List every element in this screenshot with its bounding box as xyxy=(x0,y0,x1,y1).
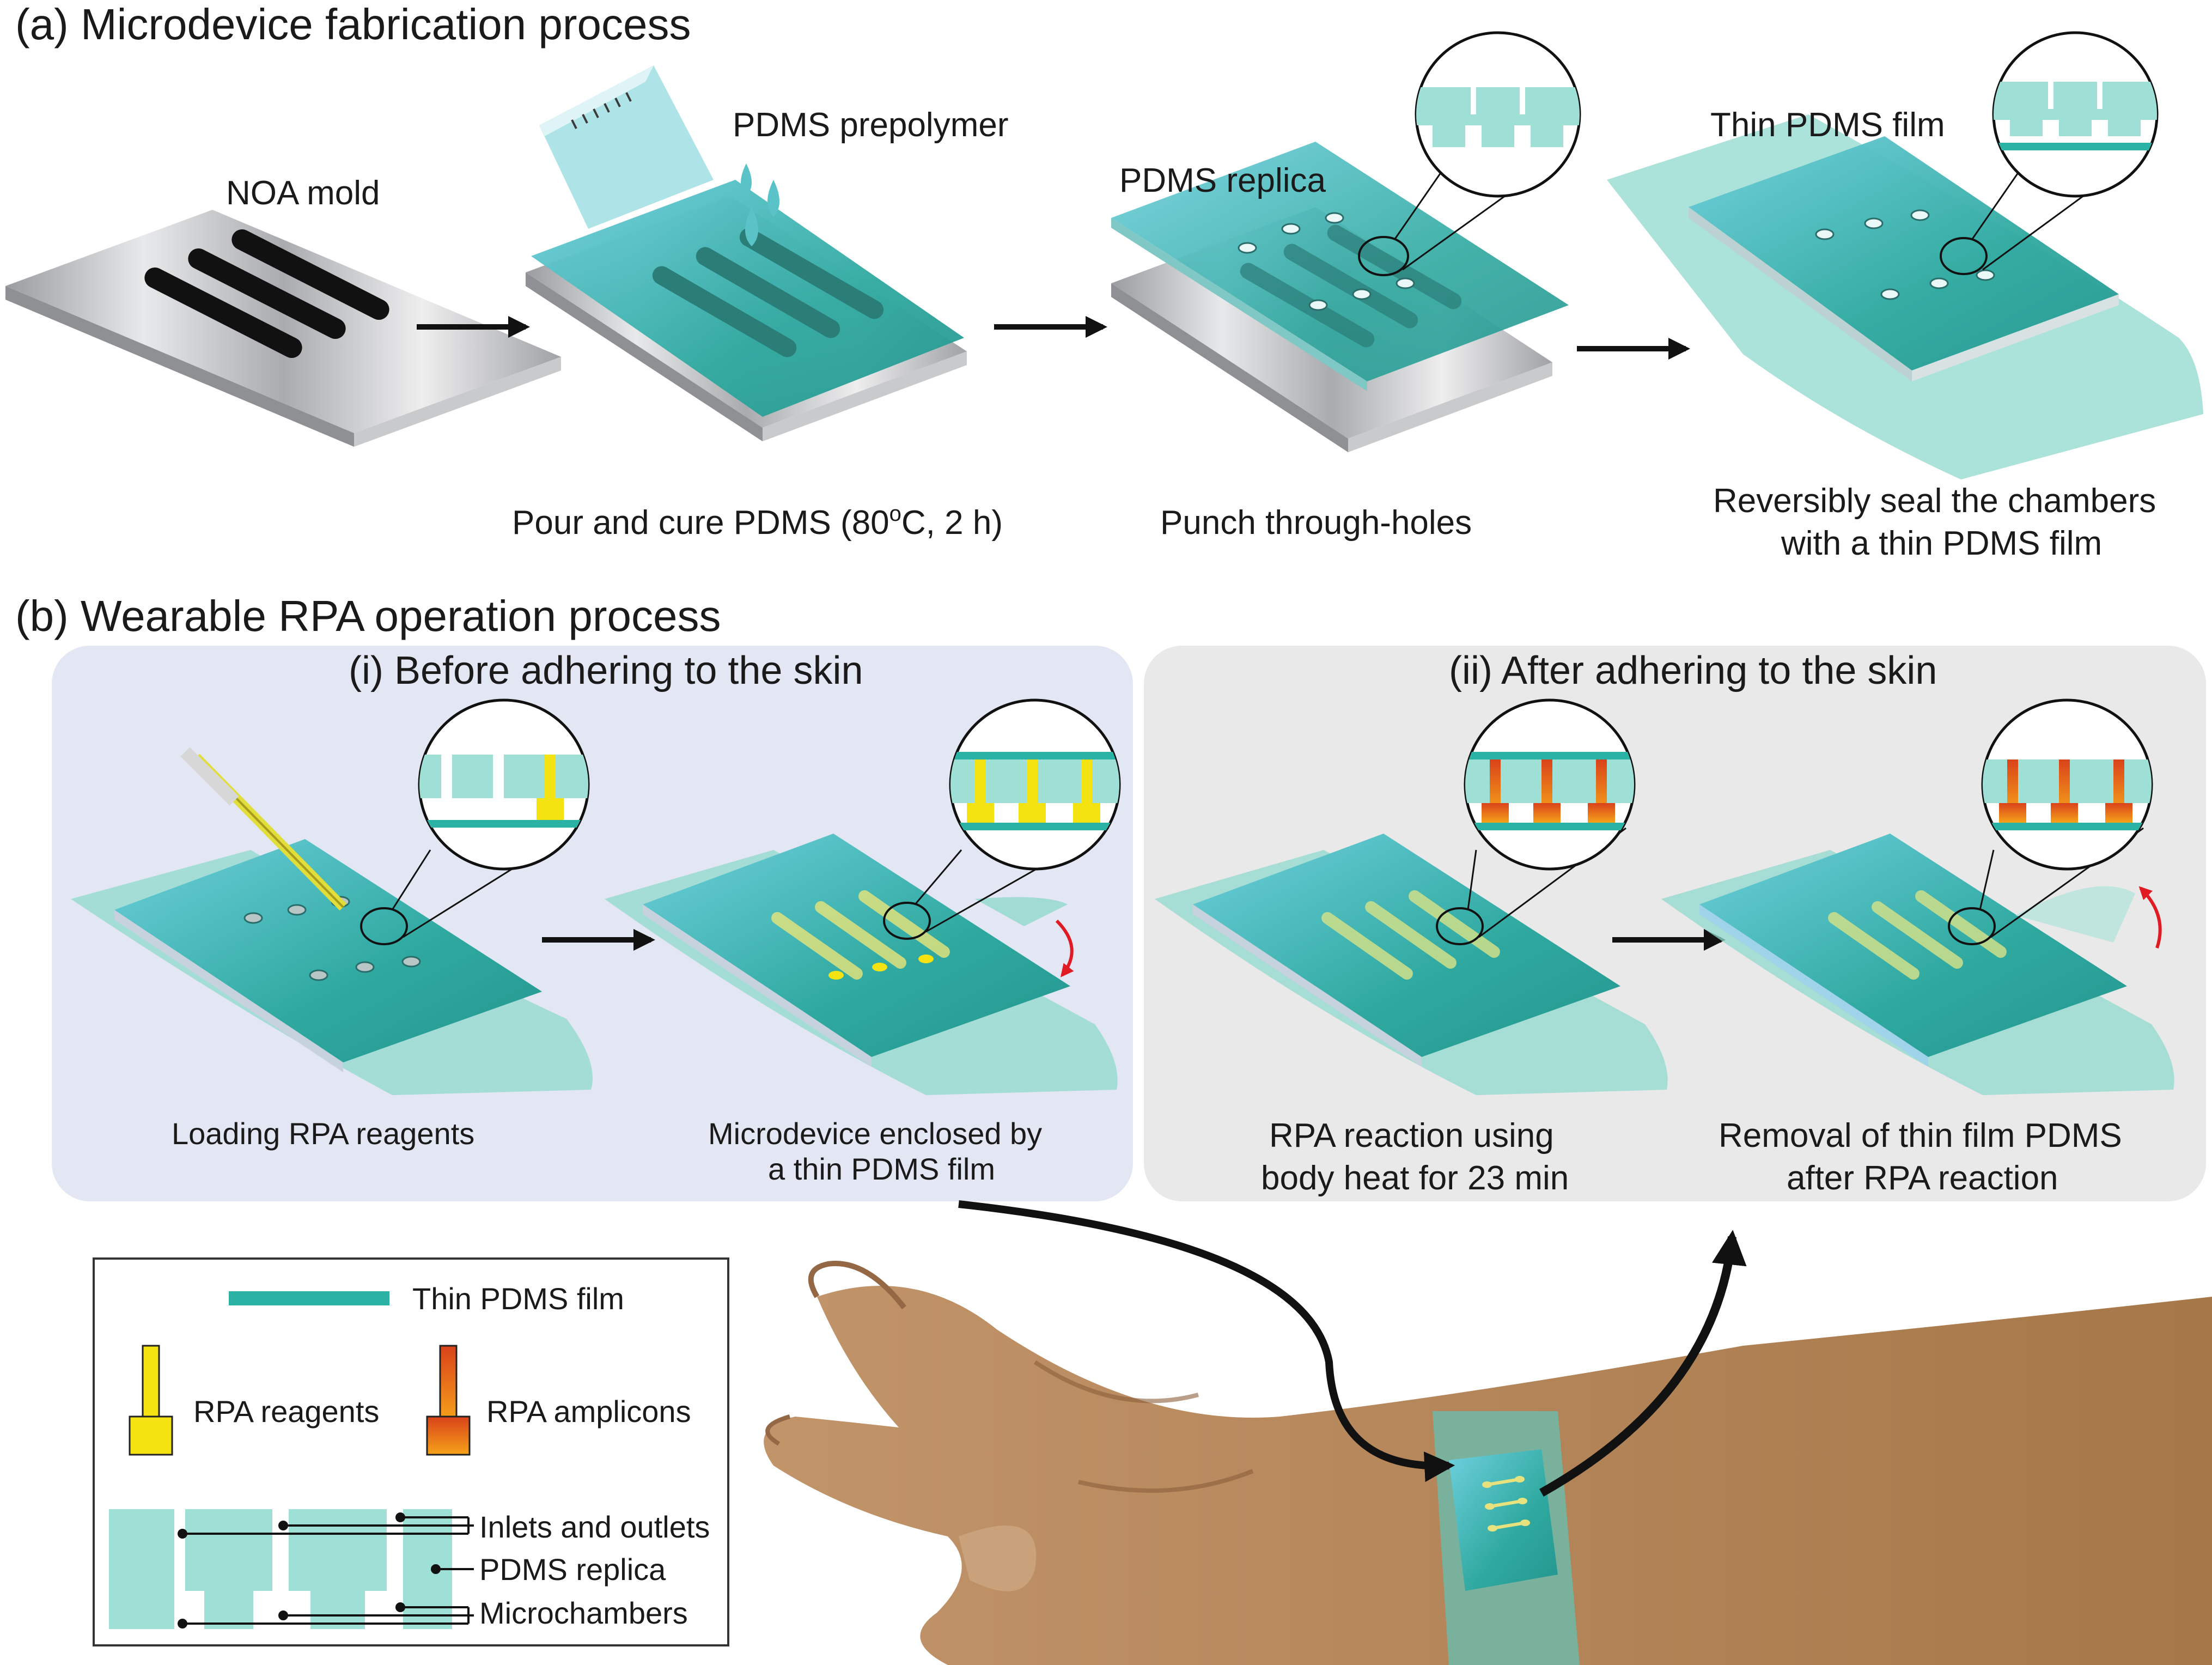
film-removal-illustration xyxy=(1661,698,2174,1095)
noa-mold-label: NOA mold xyxy=(226,174,380,212)
legend-inlets-label: Inlets and outlets xyxy=(479,1510,710,1544)
removal-caption-line1: Removal of thin film PDMS xyxy=(1719,1117,2122,1154)
enclosed-caption-line1: Microdevice enclosed by xyxy=(708,1116,1042,1151)
pdms-pour-illustration xyxy=(526,65,967,441)
punch-caption: Punch through-holes xyxy=(1160,504,1472,542)
before-panel-title: (i) Before adhering to the skin xyxy=(349,649,863,692)
noa-mold-illustration xyxy=(5,210,561,447)
legend-reagents-label: RPA reagents xyxy=(193,1394,379,1429)
legend-reagent-swatch xyxy=(129,1345,173,1456)
pdms-replica-illustration xyxy=(1111,31,1581,452)
loading-reagents-illustration xyxy=(71,698,593,1095)
legend-thin-film-swatch xyxy=(229,1291,389,1305)
legend-amplicon-swatch xyxy=(426,1345,471,1456)
legend-amplicons-label: RPA amplicons xyxy=(486,1394,691,1429)
reaction-illustration xyxy=(1155,698,1668,1095)
before-panel xyxy=(52,646,1133,1201)
pdms-replica-label: PDMS replica xyxy=(1119,162,1326,199)
loading-caption: Loading RPA reagents xyxy=(172,1116,474,1151)
arrow-from-wrist xyxy=(1539,1230,1747,1497)
reaction-caption-line2: body heat for 23 min xyxy=(1261,1159,1569,1197)
pdms-prepolymer-label: PDMS prepolymer xyxy=(733,106,1008,144)
panel-b-title: (b) Wearable RPA operation process xyxy=(15,592,721,640)
legend-chambers-label: Microchambers xyxy=(479,1596,688,1630)
wrist-device xyxy=(1433,1411,1580,1665)
enclosed-caption-line2: a thin PDMS film xyxy=(768,1152,995,1186)
panel-a-title: (a) Microdevice fabrication process xyxy=(15,0,691,48)
thin-film-seal-illustration xyxy=(1607,31,2203,479)
seal-caption-line1: Reversibly seal the chambers xyxy=(1713,482,2156,520)
thin-film-label: Thin PDMS film xyxy=(1710,106,1945,144)
legend-thin-film-label: Thin PDMS film xyxy=(412,1281,624,1316)
legend-replica-diagram xyxy=(109,1509,452,1629)
enclosed-device-illustration xyxy=(605,698,1121,1095)
seal-caption-line2: with a thin PDMS film xyxy=(1781,525,2102,562)
removal-caption-line2: after RPA reaction xyxy=(1787,1159,2058,1197)
legend-replica-label: PDMS replica xyxy=(479,1552,666,1587)
legend-leader-lines xyxy=(178,1512,474,1628)
arrow-to-wrist xyxy=(958,1200,1455,1482)
reaction-caption-line1: RPA reaction using xyxy=(1269,1117,1554,1154)
pour-caption: Pour and cure PDMS (80oC, 2 h) xyxy=(512,502,1003,542)
after-panel-title: (ii) After adhering to the skin xyxy=(1449,649,1937,692)
